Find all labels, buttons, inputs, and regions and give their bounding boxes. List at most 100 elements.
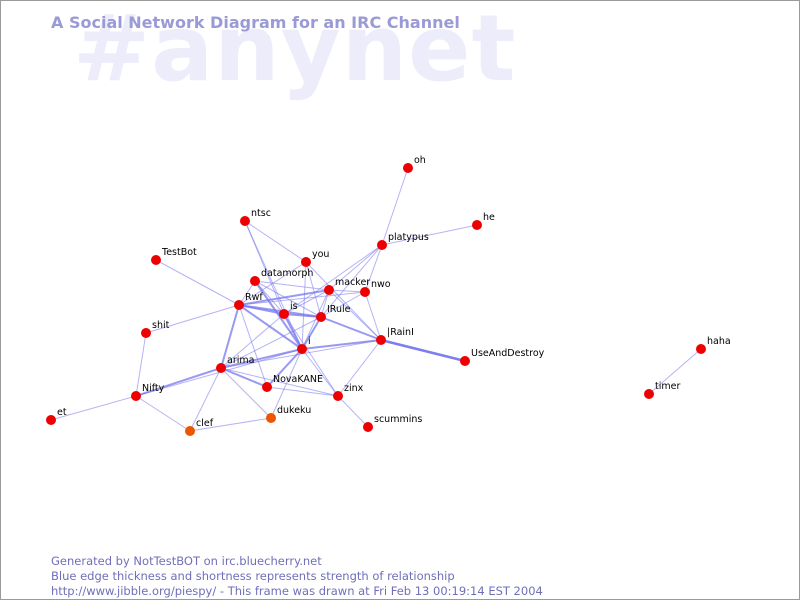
- node-label-IRainI: |RainI: [387, 327, 414, 338]
- node-label-you: you: [312, 249, 329, 260]
- edge-datamorph-IRule: [254, 280, 322, 318]
- node-you: you: [301, 249, 329, 267]
- node-dot-et: [46, 415, 56, 425]
- node-label-shit: shit: [152, 320, 170, 331]
- node-label-oh: oh: [414, 155, 426, 166]
- edge-platypus-is: [283, 244, 383, 315]
- edge-arima-Nifty: [135, 367, 222, 397]
- node-label-et: et: [57, 407, 67, 418]
- node-label-Rwf: Rwf: [245, 292, 263, 303]
- edge-platypus-nwo: [364, 244, 383, 293]
- edge-nwo-IRule: [320, 291, 366, 318]
- node-timer: timer: [644, 381, 680, 399]
- node-dot-dukeku: [266, 413, 276, 423]
- node-dot-arima: [216, 363, 226, 373]
- node-dot-he: [472, 220, 482, 230]
- edge-IRule-arima: [220, 316, 322, 369]
- node-label-Nifty: Nifty: [142, 383, 165, 394]
- node-dot-oh: [403, 163, 413, 173]
- edge-Rwf-arima: [220, 304, 240, 369]
- node-dot-timer: [644, 389, 654, 399]
- footer-url-line: http://www.jibble.org/piespy/ - This fra…: [51, 584, 543, 598]
- edge-macker-Rwf: [238, 289, 330, 306]
- node-dot-platypus: [377, 240, 387, 250]
- node-clef: clef: [185, 418, 214, 436]
- node-dot-macker: [324, 285, 334, 295]
- edge-arima-dukeku: [220, 367, 272, 419]
- edge-haha-timer: [648, 348, 702, 395]
- edge-clef-dukeku: [189, 417, 272, 432]
- node-label-haha: haha: [707, 336, 731, 347]
- node-is: is: [279, 301, 298, 319]
- node-label-is: is: [290, 301, 298, 312]
- edge-is-IRule: [283, 313, 322, 318]
- node-nwo: nwo: [360, 279, 391, 297]
- edge-arima-zinx: [220, 367, 339, 397]
- node-dot-clef: [185, 426, 195, 436]
- edge-i-arima: [220, 348, 303, 369]
- node-label-UseAndDestroy: UseAndDestroy: [471, 348, 545, 359]
- diagram-title: A Social Network Diagram for an IRC Chan…: [51, 13, 460, 32]
- node-scummins: scummins: [363, 414, 422, 432]
- node-Rwf: Rwf: [234, 292, 263, 310]
- node-platypus: platypus: [377, 232, 429, 250]
- edge-datamorph-macker: [254, 280, 330, 291]
- node-label-scummins: scummins: [374, 414, 422, 425]
- node-shit: shit: [141, 320, 170, 338]
- node-label-dukeku: dukeku: [277, 405, 311, 416]
- node-dot-Nifty: [131, 391, 141, 401]
- node-label-macker: macker: [335, 277, 370, 288]
- node-label-zinx: zinx: [344, 383, 364, 394]
- edge-IRainI-UseAndDestroy: [380, 338, 466, 363]
- node-arima: arima: [216, 355, 254, 373]
- node-label-IRule: IRule: [327, 304, 351, 315]
- node-UseAndDestroy: UseAndDestroy: [460, 348, 545, 366]
- edge-ntsc-you: [244, 220, 307, 263]
- edge-you-IRule: [305, 261, 322, 318]
- edge-nwo-Rwf: [238, 291, 366, 306]
- edge-Rwf-shit: [145, 304, 240, 334]
- edge-IRainI-arima: [220, 339, 382, 369]
- edge-is-arima: [220, 313, 285, 369]
- edge-macker-IRainI: [328, 289, 382, 341]
- node-TestBot: TestBot: [151, 247, 197, 265]
- node-dot-IRainI: [376, 335, 386, 345]
- edge-zinx-scummins: [337, 395, 369, 428]
- edge-i-zinx: [301, 348, 339, 397]
- node-dot-i: [297, 344, 307, 354]
- node-dot-haha: [696, 344, 706, 354]
- node-label-i: i: [308, 336, 311, 347]
- footer-generated-line: Generated by NotTestBOT on irc.bluecherr…: [51, 554, 322, 568]
- node-NovaKANE: NovaKANE: [262, 374, 323, 392]
- edge-datamorph-i: [254, 280, 303, 350]
- node-dot-shit: [141, 328, 151, 338]
- node-IRainI: |RainI: [376, 327, 414, 345]
- node-dot-TestBot: [151, 255, 161, 265]
- node-label-platypus: platypus: [388, 232, 429, 243]
- node-zinx: zinx: [333, 383, 364, 401]
- edge-macker-is: [283, 289, 330, 315]
- node-label-ntsc: ntsc: [251, 208, 271, 219]
- node-label-nwo: nwo: [371, 279, 391, 290]
- edge-arima-clef: [189, 367, 222, 432]
- node-dot-UseAndDestroy: [460, 356, 470, 366]
- edge-platypus-IRule: [320, 244, 383, 318]
- edge-macker-nwo: [328, 289, 366, 293]
- node-label-NovaKANE: NovaKANE: [273, 374, 323, 385]
- edge-IRule-IRainI: [320, 316, 382, 341]
- edge-you-IRainI: [305, 261, 382, 341]
- node-Nifty: Nifty: [131, 383, 165, 401]
- node-datamorph: datamorph: [250, 268, 313, 286]
- edge-IRule-i: [301, 316, 322, 350]
- node-dot-you: [301, 257, 311, 267]
- edges-layer: [50, 167, 702, 432]
- edge-NovaKANE-zinx: [266, 386, 339, 397]
- edge-IRainI-zinx: [337, 339, 382, 397]
- node-dot-zinx: [333, 391, 343, 401]
- channel-watermark: #anynet: [73, 0, 517, 102]
- edge-nwo-IRainI: [364, 291, 382, 341]
- node-IRule: IRule: [316, 304, 351, 322]
